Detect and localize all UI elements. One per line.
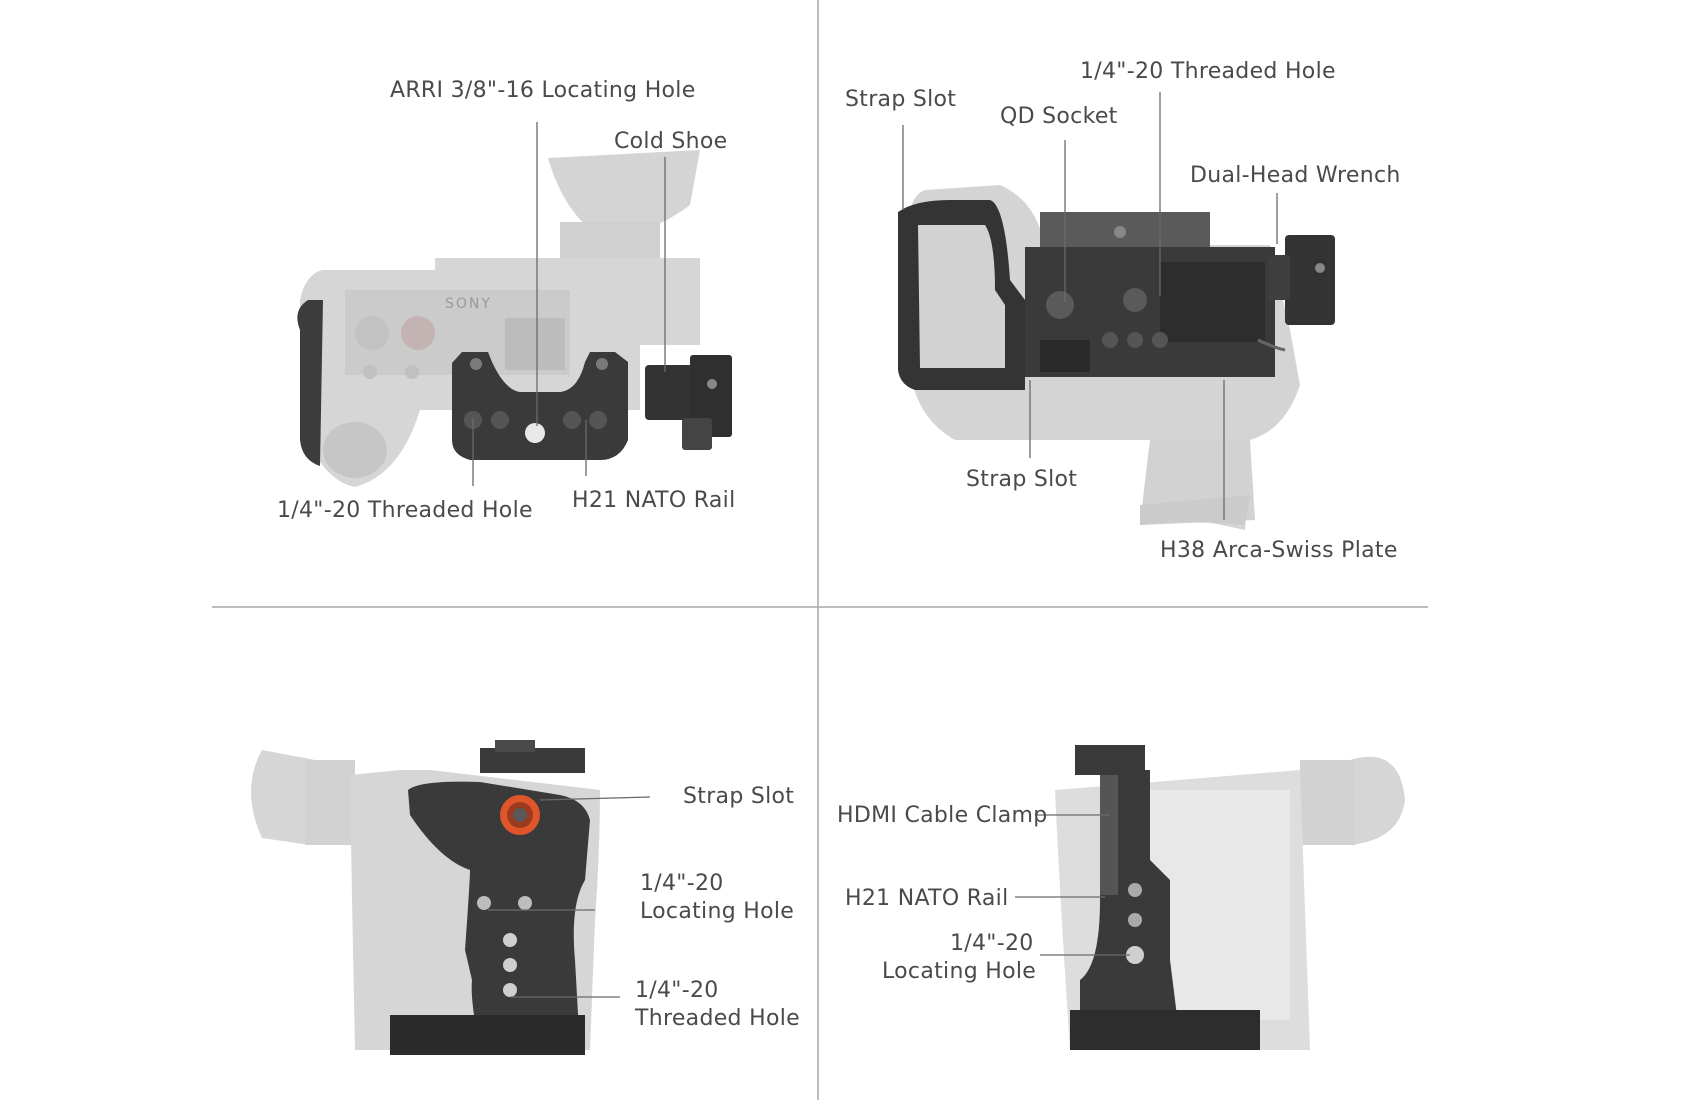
leader-lines [472,92,1278,998]
top-right-camera [898,185,1335,530]
label-threaded-hole-tl: 1/4"-20 Threaded Hole [277,498,533,523]
label-locating-hole-br-line1: 1/4"-20 [950,931,1034,956]
label-strap-slot-tr-bottom: Strap Slot [966,467,1078,492]
camera-brand-mark: SONY [445,296,492,312]
label-threaded-hole-bl-line1: 1/4"-20 [635,978,719,1003]
label-hdmi-cable-clamp: HDMI Cable Clamp [837,803,1048,828]
label-dual-head-wrench: Dual-Head Wrench [1190,163,1401,188]
label-arca-swiss-plate: H38 Arca-Swiss Plate [1160,538,1398,563]
bottom-right-camera [1055,745,1405,1050]
bottom-left-camera [251,740,600,1055]
label-nato-rail-tl: H21 NATO Rail [572,488,736,513]
label-locating-hole-br-line2: Locating Hole [882,959,1037,984]
label-strap-slot-tr-top: Strap Slot [845,87,957,112]
label-nato-rail-br: H21 NATO Rail [845,886,1009,911]
label-locating-hole-bl-line1: 1/4"-20 [640,871,724,896]
top-left-camera [297,150,732,487]
label-threaded-hole-tr: 1/4"-20 Threaded Hole [1080,59,1336,84]
label-threaded-hole-bl-line2: Threaded Hole [635,1006,800,1031]
label-strap-slot-bl: Strap Slot [683,784,795,809]
label-cold-shoe: Cold Shoe [614,129,728,154]
label-locating-hole-bl-line2: Locating Hole [640,899,795,924]
label-arri-locating-hole: ARRI 3/8"-16 Locating Hole [390,78,696,103]
label-qd-socket: QD Socket [1000,104,1118,129]
